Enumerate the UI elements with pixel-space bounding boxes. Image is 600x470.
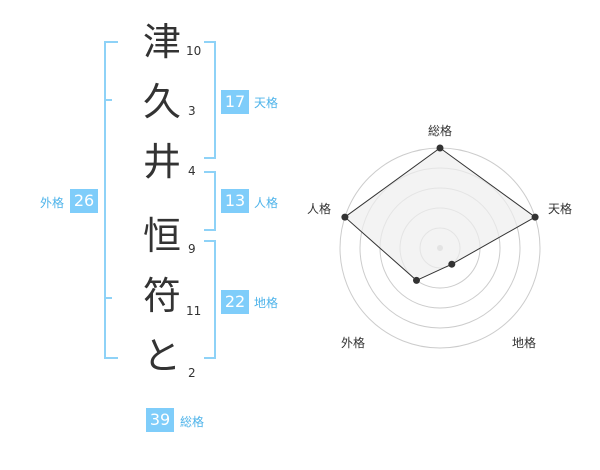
stroke-count-5: 11 [186,304,202,318]
gaikaku-value: 26 [70,189,98,213]
name-char-3: 井 [142,140,181,184]
radar-point-1 [436,144,444,152]
stroke-count-2: 3 [188,104,196,118]
radar-ring [379,187,501,309]
radar-point-5 [341,213,349,221]
radar-axis-label-gaikaku: 外格 [341,336,366,350]
gaikaku-label: 外格 [40,196,65,210]
radar-ring [419,227,461,269]
gaikaku-bracket-tick-1 [106,99,112,101]
radar-axis-label-soukaku: 総格 [428,124,453,138]
jinkaku-value: 13 [221,189,249,213]
stroke-count-6: 2 [188,366,196,380]
jinkaku-label: 人格 [254,196,279,210]
radar-point-2 [531,213,539,221]
gaikaku-bracket [104,41,118,359]
name-char-5: 符 [142,274,181,318]
radar-ring [339,147,541,349]
chikaku-bracket [204,240,216,359]
name-char-6: と [142,334,181,378]
stroke-count-3: 4 [188,164,196,178]
gaikaku-bracket-tick-2 [106,297,112,299]
jinkaku-bracket [204,171,216,231]
soukaku-value: 39 [146,408,174,432]
radar-ring [399,207,481,289]
radar-ring [359,167,521,329]
name-char-1: 津 [142,20,181,64]
radar-center-dot [437,245,443,251]
tenkaku-value: 17 [221,90,249,114]
chikaku-label: 地格 [254,296,279,310]
radar-axis-label-chikaku: 地格 [512,336,537,350]
soukaku-label: 総格 [180,415,205,429]
name-char-4: 恒 [142,214,181,258]
chikaku-value: 22 [221,290,249,314]
name-char-2: 久 [142,80,181,124]
tenkaku-label: 天格 [254,96,279,110]
radar-point-3 [448,260,456,268]
radar-polygon [344,147,537,281]
radar-axis-label-jinkaku: 人格 [307,202,332,216]
radar-point-4 [413,276,420,284]
stroke-count-1: 10 [186,44,202,58]
tenkaku-bracket [204,41,216,159]
radar-axis-label-tenkaku: 天格 [548,202,573,216]
stroke-count-4: 9 [188,242,196,256]
